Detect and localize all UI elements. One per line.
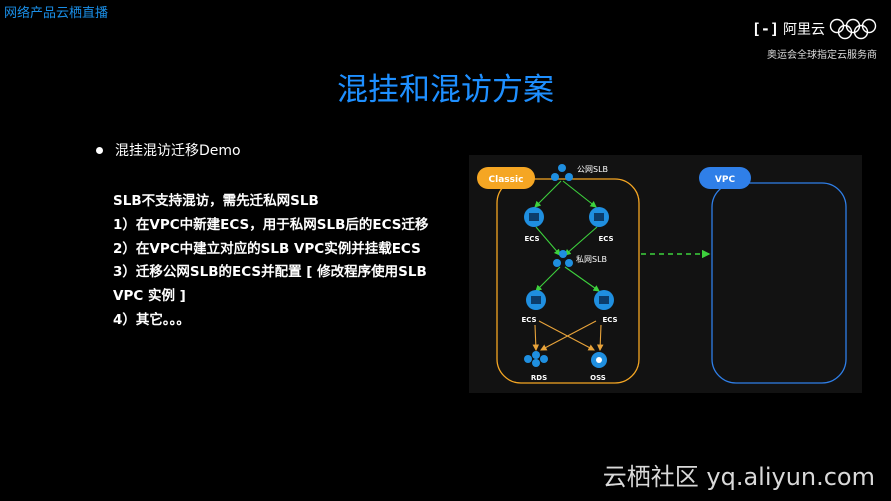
vpc-label: VPC bbox=[715, 175, 736, 185]
classic-label: Classic bbox=[489, 175, 524, 185]
step-line: SLB不支持混访，需先迁私网SLB bbox=[113, 193, 319, 209]
ecs-label: ECS bbox=[524, 235, 539, 243]
bullet-dot-icon bbox=[96, 146, 103, 154]
ecs-icon bbox=[589, 207, 609, 227]
private-slb-label: 私网SLB bbox=[576, 255, 607, 264]
step-line: 2）在VPC中建立对应的SLB VPC实例并挂载ECS bbox=[113, 240, 421, 257]
step-line: 3）迁移公网SLB的ECS并配置 [ 修改程序使用SLB bbox=[113, 264, 427, 281]
ecs-icon bbox=[524, 207, 544, 227]
network-diagram: Classic VPC 公网SLB ECS bbox=[469, 155, 862, 393]
logo-brand-text: 阿里云 bbox=[783, 22, 825, 38]
ecs-label: ECS bbox=[598, 235, 613, 243]
ecs-icon bbox=[526, 290, 546, 310]
ecs-label: ECS bbox=[521, 316, 536, 324]
ecs-label: ECS bbox=[602, 316, 617, 324]
classic-pill bbox=[477, 167, 535, 189]
bullet-text: 混挂混访迁移Demo bbox=[115, 143, 241, 159]
steps-list: SLB不支持混访，需先迁私网SLB 1）在VPC中新建ECS，用于私网SLB后的… bbox=[113, 190, 468, 333]
bullet-item: 混挂混访迁移Demo bbox=[96, 140, 241, 160]
step-line: 4）其它。。。 bbox=[113, 311, 190, 328]
oss-label: OSS bbox=[590, 374, 606, 382]
step-line: VPC 实例 ] bbox=[113, 288, 186, 305]
vpc-region bbox=[711, 182, 847, 384]
rds-label: RDS bbox=[531, 374, 547, 382]
ecs-icon bbox=[594, 290, 614, 310]
links bbox=[532, 180, 604, 352]
channel-label: 网络产品云栖直播 bbox=[4, 6, 109, 21]
step-line: 1）在VPC中新建ECS，用于私网SLB后的ECS迁移 bbox=[113, 216, 429, 233]
aliyun-bracket-icon: [-] bbox=[751, 20, 779, 38]
olympic-rings-icon bbox=[829, 18, 877, 40]
slide-title: 混挂和混访方案 bbox=[337, 72, 554, 108]
oss-icon bbox=[591, 352, 607, 368]
network-diagram-svg: Classic VPC 公网SLB ECS bbox=[477, 164, 847, 384]
watermark: 云栖社区 yq.aliyun.com bbox=[602, 463, 875, 491]
rds-icon bbox=[524, 351, 548, 367]
vpc-pill bbox=[699, 167, 751, 189]
public-slb-icon bbox=[551, 164, 573, 181]
logo-subtitle: 奥运会全球指定云服务商 bbox=[767, 50, 877, 61]
aliyun-logo: [-] 阿里云 奥运会全球指定云服务商 bbox=[747, 18, 877, 61]
classic-region bbox=[496, 178, 640, 384]
private-slb-icon bbox=[553, 250, 573, 267]
public-slb-label: 公网SLB bbox=[577, 165, 608, 174]
